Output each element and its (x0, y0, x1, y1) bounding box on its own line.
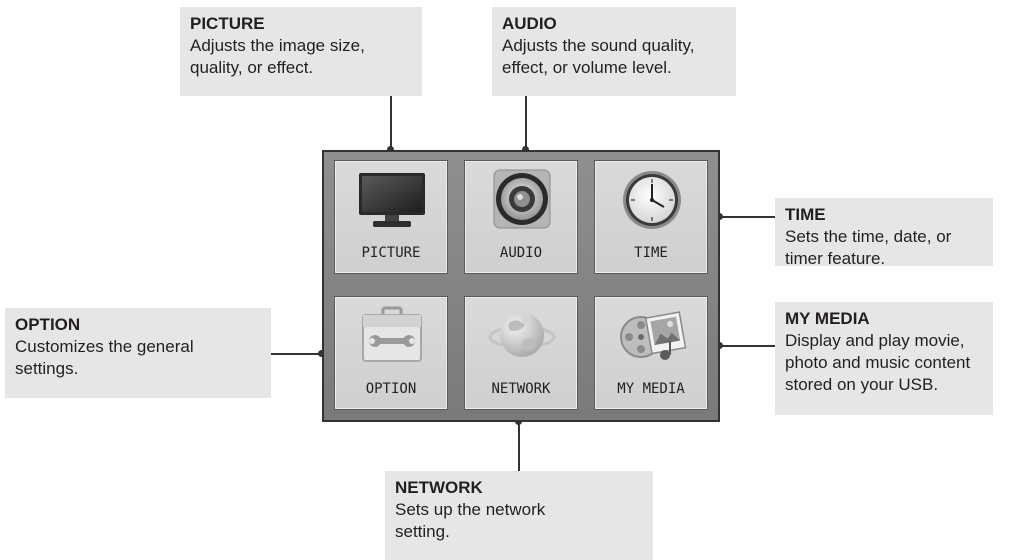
speaker-icon (493, 169, 551, 229)
option-callout: OPTION Customizes the general settings. (5, 308, 271, 398)
time-callout-desc-line-1: Sets the time, date, or (785, 227, 952, 246)
option-menu-tile[interactable]: OPTION (334, 296, 448, 410)
picture-callout-desc-line-1: Adjusts the image size, (190, 36, 365, 55)
network-connector-line (518, 422, 520, 471)
network-callout-desc-line-2: setting. (395, 522, 450, 541)
audio-menu-tile[interactable]: AUDIO (464, 160, 578, 274)
audio-tile-label: AUDIO (499, 245, 543, 261)
picture-callout-title: PICTURE (190, 14, 265, 33)
time-callout-title: TIME (785, 205, 826, 224)
clock-icon (623, 171, 681, 229)
picture-connector-line (390, 96, 392, 151)
option-callout-title: OPTION (15, 315, 81, 334)
network-callout-desc-line-1: Sets up the network (395, 500, 546, 519)
mymedia-tile-label: MY MEDIA (617, 381, 685, 397)
audio-connector-line (525, 96, 527, 151)
time-menu-tile[interactable]: TIME (594, 160, 708, 274)
time-callout-desc-line-2: timer feature. (785, 249, 886, 268)
mymedia-callout-desc-line-1: Display and play movie, (785, 331, 965, 350)
toolbox-icon (362, 306, 422, 362)
option-tile-label: OPTION (365, 381, 417, 397)
mymedia-callout-desc-line-2: photo and music content (785, 353, 971, 372)
network-menu-tile[interactable]: NETWORK (464, 296, 578, 410)
picture-tile-label: PICTURE (361, 245, 421, 261)
mymedia-callout-desc-line-3: stored on your USB. (785, 375, 939, 394)
option-connector-line (271, 353, 323, 355)
mymedia-callout: MY MEDIA Display and play movie, photo a… (775, 302, 993, 415)
network-tile-label: NETWORK (491, 381, 551, 397)
option-callout-desc-line-2: settings. (15, 359, 79, 378)
audio-connector-dot (522, 146, 529, 153)
picture-connector-dot (387, 146, 394, 153)
mymedia-menu-tile[interactable]: MY MEDIA (594, 296, 708, 410)
picture-menu-tile[interactable]: PICTURE (334, 160, 448, 274)
picture-callout: PICTURE Adjusts the image size, quality,… (180, 7, 422, 96)
audio-callout-title: AUDIO (502, 14, 557, 33)
time-connector-line (720, 216, 775, 218)
network-callout: NETWORK Sets up the network setting. (385, 471, 653, 560)
media-icon (620, 311, 687, 360)
option-connector-dot (318, 350, 325, 357)
globe-icon (488, 313, 556, 357)
time-tile-label: TIME (634, 245, 668, 261)
option-callout-desc-line-1: Customizes the general (15, 337, 194, 356)
audio-callout-desc-line-2: effect, or volume level. (502, 58, 672, 77)
network-callout-title: NETWORK (395, 478, 483, 497)
audio-callout-desc-line-1: Adjusts the sound quality, (502, 36, 695, 55)
settings-menu-panel: PICTURE AUDIO (322, 150, 720, 422)
time-callout: TIME Sets the time, date, or timer featu… (775, 198, 993, 268)
picture-callout-desc-line-2: quality, or effect. (190, 58, 314, 77)
tv-icon (359, 173, 425, 227)
mymedia-connector-line (720, 345, 775, 347)
mymedia-callout-title: MY MEDIA (785, 309, 870, 328)
audio-callout: AUDIO Adjusts the sound quality, effect,… (492, 7, 736, 96)
